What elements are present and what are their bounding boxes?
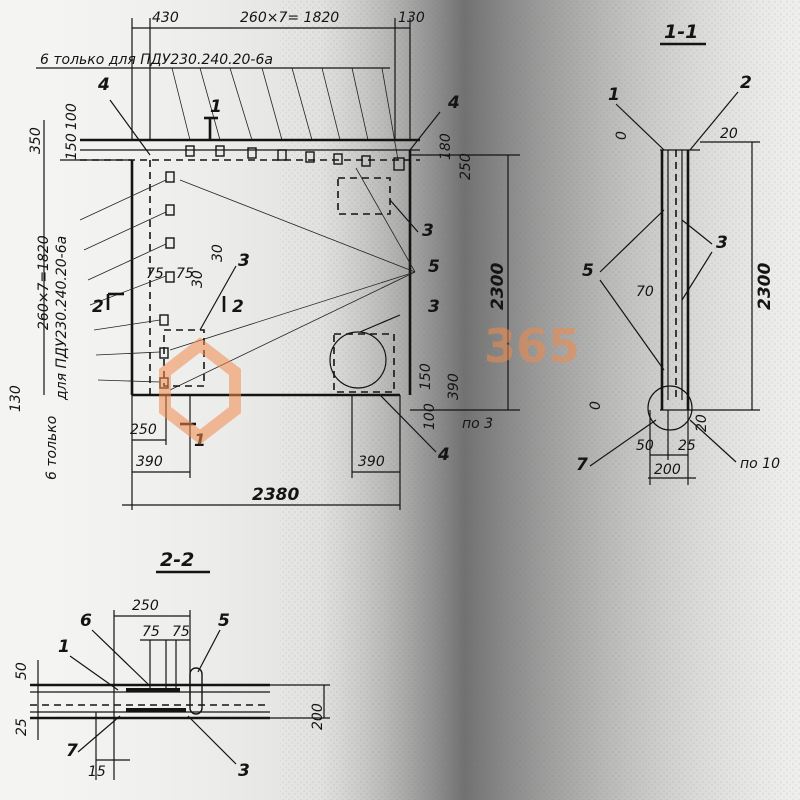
- callout-1-22: 1: [58, 637, 70, 657]
- dim-30-b: 30: [210, 244, 226, 262]
- dim-20b-11: 20: [694, 414, 710, 432]
- scan-noise: [280, 0, 800, 800]
- watermark-text: 365: [484, 319, 580, 373]
- dim-250-right: 250: [458, 153, 474, 180]
- dim-100: 100: [64, 103, 80, 130]
- dim-2300-11: 2300: [755, 263, 775, 310]
- dim-20-11: 20: [720, 126, 738, 142]
- dim-390-bottom-right: 390: [358, 454, 385, 470]
- dim-30-a: 30: [190, 270, 206, 288]
- dim-25-11: 25: [678, 438, 696, 454]
- note-top: 6 только для ПДУ230.240.20-6а: [40, 52, 273, 68]
- dim-50-22: 50: [14, 662, 30, 680]
- dim-75-a: 75: [146, 266, 164, 282]
- dim-15-22: 15: [88, 764, 106, 780]
- dim-75b-22: 75: [172, 624, 190, 640]
- callout-4-top-right: 4: [447, 93, 460, 113]
- callout-3-mid: 3: [238, 251, 250, 271]
- dim-0-a: 0: [614, 131, 630, 140]
- dim-350: 350: [28, 127, 44, 154]
- callout-7-11: 7: [576, 455, 588, 475]
- dim-70-11: 70: [636, 284, 654, 300]
- note-left-c: 6 только: [44, 416, 60, 480]
- callout-3-right: 3: [422, 221, 434, 241]
- callout-5-22: 5: [218, 611, 230, 631]
- dim-200-22: 200: [310, 703, 326, 730]
- dim-75a-22: 75: [142, 624, 160, 640]
- section-1-1: 1-1 2300 20 0 0 70 20 50 25 200 по 10: [576, 21, 780, 485]
- callout-2-11: 2: [740, 73, 752, 93]
- dim-100-bottom: 100: [422, 403, 438, 430]
- callout-1-11: 1: [608, 85, 620, 105]
- callout-6-22: 6: [80, 611, 92, 631]
- dim-150-bottom: 150: [418, 363, 434, 390]
- dim-250-22: 250: [132, 598, 159, 614]
- dim-130-left: 130: [8, 385, 24, 412]
- dim-0-b: 0: [588, 401, 604, 410]
- callout-7-22: 7: [66, 741, 78, 761]
- dim-1820-top: 260×7= 1820: [240, 10, 339, 26]
- dim-200-11: 200: [654, 462, 681, 478]
- callout-3-11: 3: [716, 233, 728, 253]
- plan-view: 430 260×7= 1820 130 6 только для ПДУ230.…: [8, 10, 520, 510]
- dim-50-11: 50: [636, 438, 654, 454]
- dim-250-bottom: 250: [130, 422, 157, 438]
- dim-2300-plan: 2300: [488, 263, 508, 310]
- dim-25-22: 25: [14, 718, 30, 736]
- cut-2-left: 2: [92, 297, 104, 317]
- dim-2380: 2380: [252, 485, 299, 505]
- dim-180: 180: [438, 133, 454, 160]
- callout-4-bottom: 4: [437, 445, 450, 465]
- callout-3-22: 3: [238, 761, 250, 781]
- note-left-b: для ПДУ230.240.20-6а: [54, 236, 70, 401]
- section-title-2-2: 2-2: [160, 549, 194, 571]
- dim-130-top: 130: [398, 10, 425, 26]
- section-2-2: 2-2 250 75 75 200 50 25 15: [14, 549, 330, 781]
- callout-5-11: 5: [582, 261, 594, 281]
- dim-430: 430: [152, 10, 179, 26]
- note-po3: по 3: [462, 416, 493, 432]
- dim-390-right: 390: [446, 373, 462, 400]
- dim-75-b: 75: [176, 266, 194, 282]
- dim-390-bottom-left: 390: [136, 454, 163, 470]
- note-po10: по 10: [740, 456, 780, 472]
- watermark: 365: [159, 319, 580, 445]
- dim-150: 150: [64, 133, 80, 160]
- cut-2-right: 2: [232, 297, 244, 317]
- callout-4-top-left: 4: [97, 75, 110, 95]
- cut-1-top: 1: [210, 97, 222, 117]
- callout-3-lower: 3: [428, 297, 440, 317]
- section-title-1-1: 1-1: [664, 21, 698, 43]
- callout-5-plan: 5: [428, 257, 440, 277]
